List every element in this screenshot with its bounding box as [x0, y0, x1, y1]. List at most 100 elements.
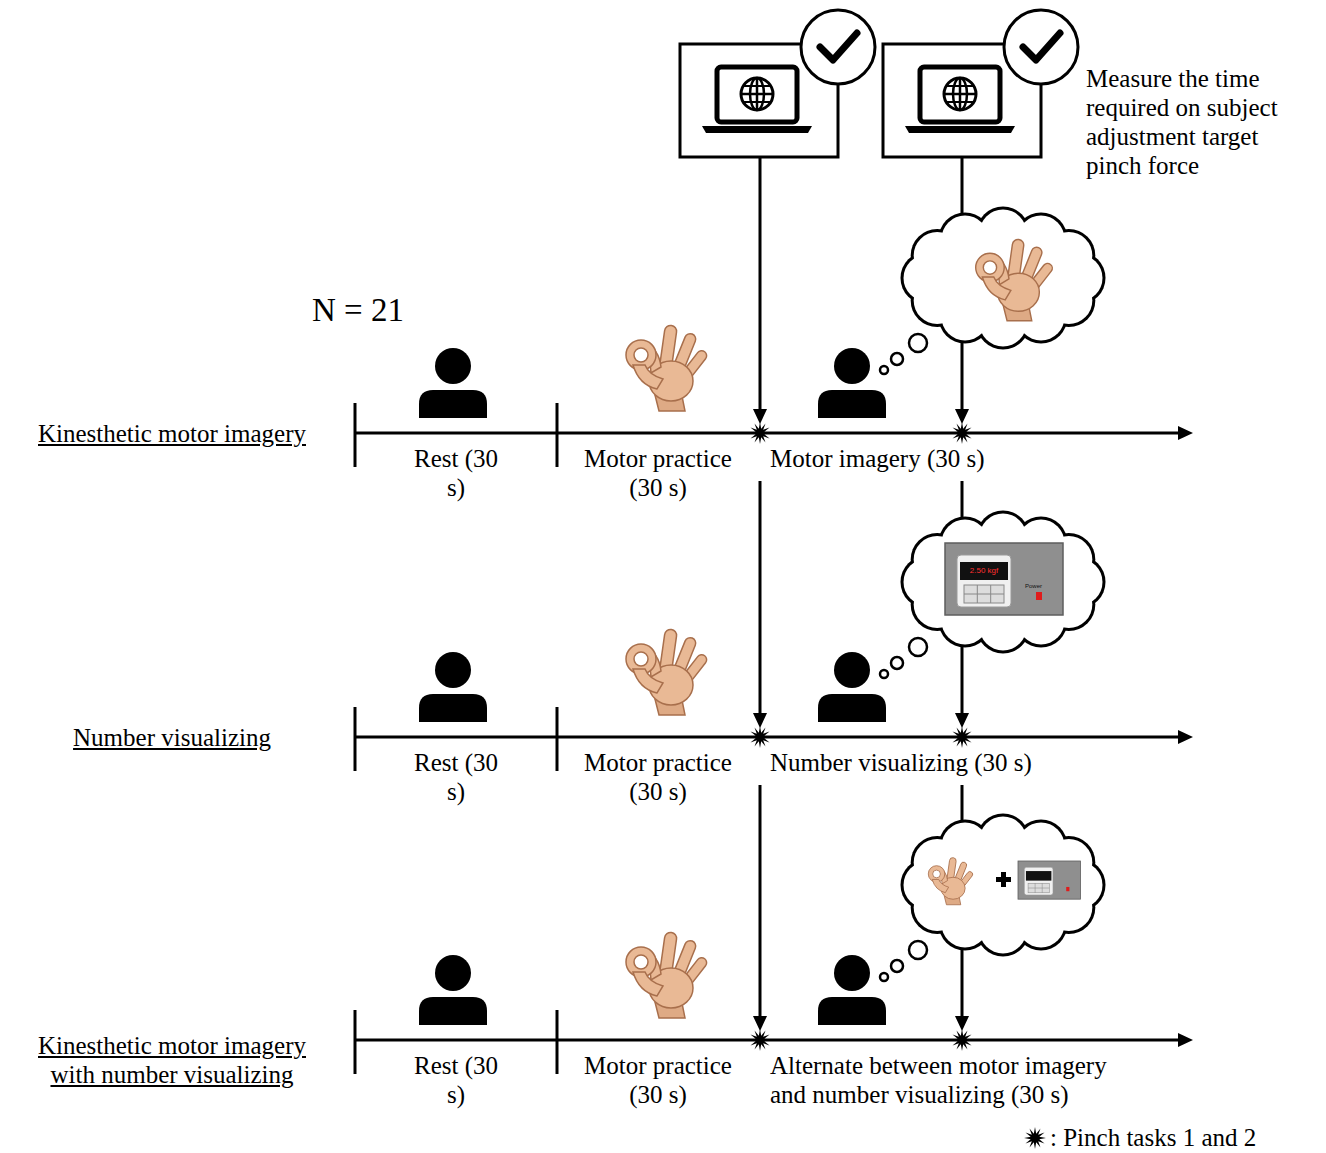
thought-bubble	[891, 353, 903, 365]
pinch-hand	[626, 629, 709, 715]
thought-bubble	[880, 366, 888, 374]
laptop-base	[905, 126, 1015, 133]
timeline-tick	[556, 403, 559, 467]
timing-arrowhead	[955, 713, 969, 728]
phase-label: Motor practice (30 s)	[578, 748, 738, 806]
check-mark	[1023, 33, 1060, 60]
power-button	[1066, 887, 1069, 891]
pinch-task-marker	[951, 422, 973, 444]
gauge-keypad	[964, 585, 1004, 603]
person-head	[834, 652, 870, 688]
person-head	[834, 348, 870, 384]
globe-line	[744, 85, 770, 87]
timing-arrowhead	[955, 409, 969, 424]
power-button	[1036, 592, 1042, 600]
measurement-note: Measure the time required on subject adj…	[1086, 64, 1291, 180]
person-icon	[818, 652, 886, 722]
thought-bubble	[880, 973, 888, 981]
phase-label: Motor practice (30 s)	[578, 1051, 738, 1109]
thought-cloud	[901, 207, 1106, 350]
timing-line	[759, 785, 762, 1021]
globe-line	[947, 101, 973, 103]
plus-sign	[1001, 872, 1006, 887]
laptop-icon-box	[680, 10, 875, 157]
check-badge	[1004, 10, 1078, 84]
phase-label: Motor practice (30 s)	[578, 444, 738, 502]
gauge-body	[1018, 861, 1081, 899]
gauge-screen	[960, 562, 1008, 580]
sample-size: N = 21	[312, 291, 404, 329]
person-body	[818, 694, 886, 722]
check-badge	[801, 10, 875, 84]
cloud-fill	[921, 532, 1085, 632]
phase-label: Number visualizing (30 s)	[770, 748, 1032, 777]
timeline-arrowhead	[1178, 1033, 1193, 1047]
pinch-task-marker	[951, 1029, 973, 1051]
person-icon	[419, 348, 487, 418]
gauge-panel	[1024, 867, 1053, 895]
timing-arrowhead	[753, 409, 767, 424]
globe-line	[947, 85, 973, 87]
person-body	[419, 997, 487, 1025]
hand-ring-inner	[983, 261, 996, 274]
globe-line	[744, 101, 770, 103]
pinch-hand	[626, 325, 709, 411]
timeline-arrowhead	[1178, 426, 1193, 440]
condition-title: Kinesthetic motor imagery with number vi…	[27, 1031, 317, 1089]
condition-title: Kinesthetic motor imagery	[22, 419, 322, 448]
laptop-icon-box	[883, 10, 1078, 157]
pinch-hand	[928, 857, 973, 905]
pinch-task-marker	[1024, 1127, 1046, 1149]
force-gauge	[945, 543, 1063, 615]
cloud-fill	[921, 228, 1085, 328]
person-body	[419, 694, 487, 722]
laptop-screen	[717, 67, 797, 122]
pinch-task-marker	[749, 422, 771, 444]
person-icon	[818, 955, 886, 1025]
person-icon	[818, 348, 886, 418]
phase-label: Alternate between motor imagery and numb…	[770, 1051, 1125, 1109]
timeline-tick	[556, 707, 559, 771]
globe-line	[741, 93, 773, 96]
person-body	[818, 997, 886, 1025]
keypad-line	[964, 594, 1004, 595]
thought-bubble	[909, 638, 927, 656]
timeline-tick	[354, 1010, 357, 1074]
phase-label: Rest (30 s)	[406, 444, 506, 502]
keypad-line	[1028, 888, 1049, 889]
timing-line	[759, 157, 762, 414]
legend-symbol	[1022, 1125, 1048, 1151]
timing-arrowhead	[753, 1016, 767, 1031]
legend-text: : Pinch tasks 1 and 2	[1050, 1123, 1256, 1152]
gauge-body	[945, 543, 1063, 615]
timeline-tick	[556, 1010, 559, 1074]
pinch-task-marker	[749, 1029, 771, 1051]
timing-arrowhead	[955, 1016, 969, 1031]
condition-title: Number visualizing	[22, 723, 322, 752]
person-icon	[419, 652, 487, 722]
thought-bubble	[909, 941, 927, 959]
globe-line	[944, 93, 976, 96]
display-reading: 2.50 kgf	[960, 566, 1008, 576]
timeline-tick	[354, 403, 357, 467]
check-mark	[820, 33, 857, 60]
thought-bubble	[891, 657, 903, 669]
thought-cloud	[901, 511, 1106, 654]
cloud-fill	[921, 835, 1085, 935]
person-body	[818, 390, 886, 418]
person-head	[435, 348, 471, 384]
legend-entry: : Pinch tasks 1 and 2	[1022, 1123, 1256, 1152]
timeline-tick	[354, 707, 357, 771]
person-head	[834, 955, 870, 991]
pinch-task-marker	[951, 726, 973, 748]
force-gauge	[1018, 861, 1081, 899]
hand-thumb	[633, 669, 663, 693]
timing-arrowhead	[753, 713, 767, 728]
laptop-screen	[920, 67, 1000, 122]
hand-ring-inner	[933, 870, 941, 878]
phase-label: Rest (30 s)	[406, 748, 506, 806]
globe	[944, 78, 976, 110]
hand-thumb	[982, 277, 1011, 300]
pinch-hand	[626, 932, 709, 1018]
